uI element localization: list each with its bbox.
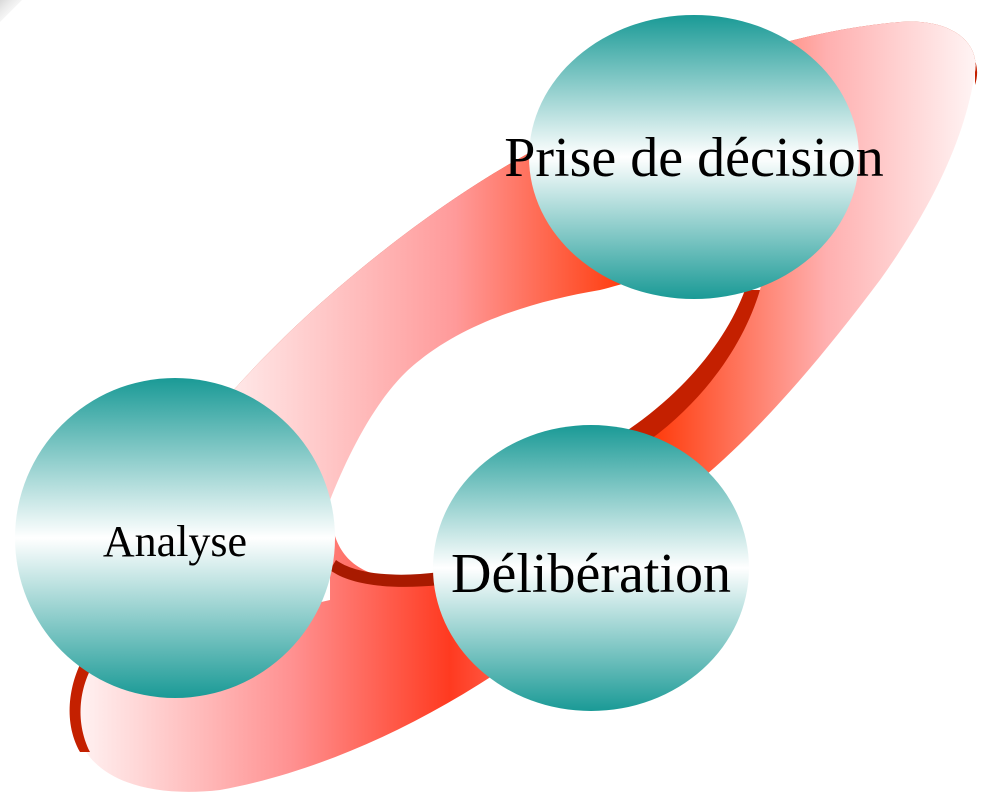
node-circle-deliberation: [433, 425, 749, 711]
ring-edge-lower-lip: [330, 560, 440, 587]
ring-edge-left: [69, 655, 96, 752]
node-circle-analyse: [15, 378, 335, 698]
node-label-analyse: Analyse: [102, 517, 248, 566]
node-label-prise-de-decision: Prise de décision: [504, 127, 884, 189]
corner-shade: [0, 0, 22, 22]
node-circle-prise-de-decision: [529, 15, 859, 299]
ring-edge-inner: [625, 290, 760, 440]
node-label-deliberation: Délibération: [451, 543, 731, 605]
